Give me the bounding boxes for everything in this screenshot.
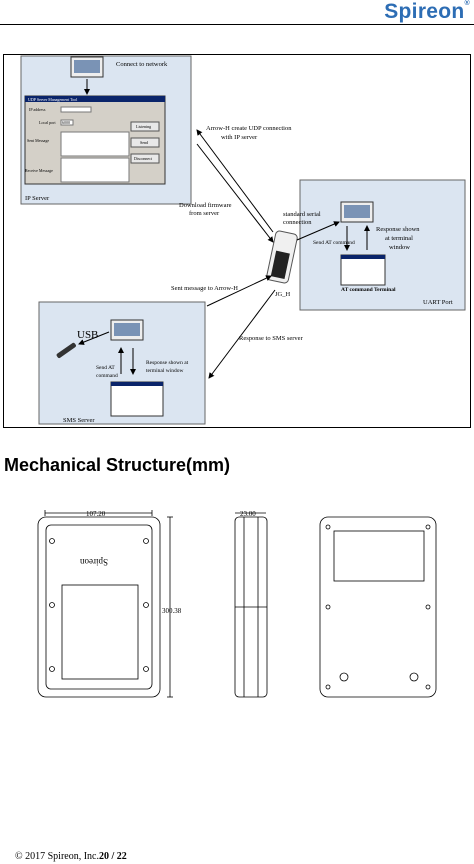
ip-server-label: IP Server: [25, 195, 50, 202]
device-label: JG_H: [275, 291, 290, 298]
section-title: Mechanical Structure(mm): [4, 455, 231, 475]
svg-text:Sent message to Arrow-H: Sent message to Arrow-H: [171, 285, 238, 292]
svg-text:Local port: Local port: [39, 120, 56, 125]
tracker-device: [266, 230, 298, 284]
svg-text:Download firmware: Download firmware: [179, 202, 232, 209]
send-button: [130, 137, 160, 148]
svg-text:Sent Message: Sent Message: [27, 138, 49, 143]
svg-text:Arrow-H create UDP connection: Arrow-H create UDP connection: [206, 125, 292, 132]
front-logo-text: Spireon: [80, 557, 108, 567]
svg-text:AT command Terminal: AT command Terminal: [341, 287, 396, 293]
svg-text:command: command: [96, 373, 118, 379]
svg-text:standard serial: standard serial: [283, 211, 321, 218]
mechanical-drawing: 107.20 300.38 Spireon 23.00: [37, 510, 437, 698]
svg-text:connection: connection: [283, 219, 312, 226]
usb-modem-icon: [56, 342, 76, 358]
usb-label: USB: [77, 329, 98, 341]
page-header: Spireon®: [0, 0, 474, 28]
sms-terminal-window: [110, 381, 164, 417]
width-dimension: 107.20: [86, 510, 106, 518]
svg-text:Receive Message: Receive Message: [25, 168, 53, 173]
svg-text:Response shown: Response shown: [376, 226, 420, 233]
svg-text:IP address: IP address: [29, 107, 46, 112]
copyright-text: © 2017 Spireon, Inc.: [15, 851, 99, 862]
disconnect-button: [130, 153, 160, 164]
back-view: [319, 516, 437, 698]
network-diagram: IP Server Connect to network UDP Server …: [3, 54, 471, 428]
height-dimension: 300.38: [162, 607, 182, 615]
udp-tool-window: UDP Server Management Tool IP address Lo…: [24, 95, 166, 185]
header-rule: [0, 24, 474, 25]
page-footer: © 2017 Spireon, Inc.20 / 22: [15, 851, 127, 862]
svg-text:Response to SMS server: Response to SMS server: [239, 335, 304, 342]
uart-panel: UART Port Send AT command Response shown…: [299, 179, 466, 311]
sms-server-label: SMS Server: [63, 417, 95, 424]
svg-text:Send AT: Send AT: [96, 365, 115, 371]
svg-text:6000: 6000: [62, 120, 70, 125]
connect-network-label: Connect to network: [116, 61, 168, 68]
sms-panel: SMS Server USB Send AT command Response …: [38, 301, 206, 425]
uart-port-label: UART Port: [423, 299, 453, 306]
svg-text:Send: Send: [140, 140, 148, 145]
svg-text:UDP Server Management Tool: UDP Server Management Tool: [28, 97, 78, 102]
svg-text:at terminal: at terminal: [385, 235, 413, 242]
depth-dimension: 23.00: [240, 510, 256, 518]
svg-text:Listening: Listening: [136, 124, 151, 129]
terminal-window: [340, 254, 386, 286]
svg-text:window: window: [389, 244, 410, 251]
svg-text:Disconnect: Disconnect: [134, 156, 153, 161]
listening-button: [130, 121, 160, 132]
svg-text:from server: from server: [189, 210, 220, 217]
svg-text:terminal window: terminal window: [146, 368, 183, 374]
svg-text:Response shown at: Response shown at: [146, 360, 189, 366]
svg-text:with IP server: with IP server: [221, 134, 258, 141]
page-number: 20 / 22: [98, 851, 127, 862]
spireon-logo: Spireon®: [384, 0, 470, 23]
ip-server-panel: IP Server Connect to network UDP Server …: [20, 55, 192, 205]
svg-text:Send AT command: Send AT command: [313, 240, 355, 246]
side-view: [234, 512, 268, 698]
front-view: [37, 510, 173, 698]
